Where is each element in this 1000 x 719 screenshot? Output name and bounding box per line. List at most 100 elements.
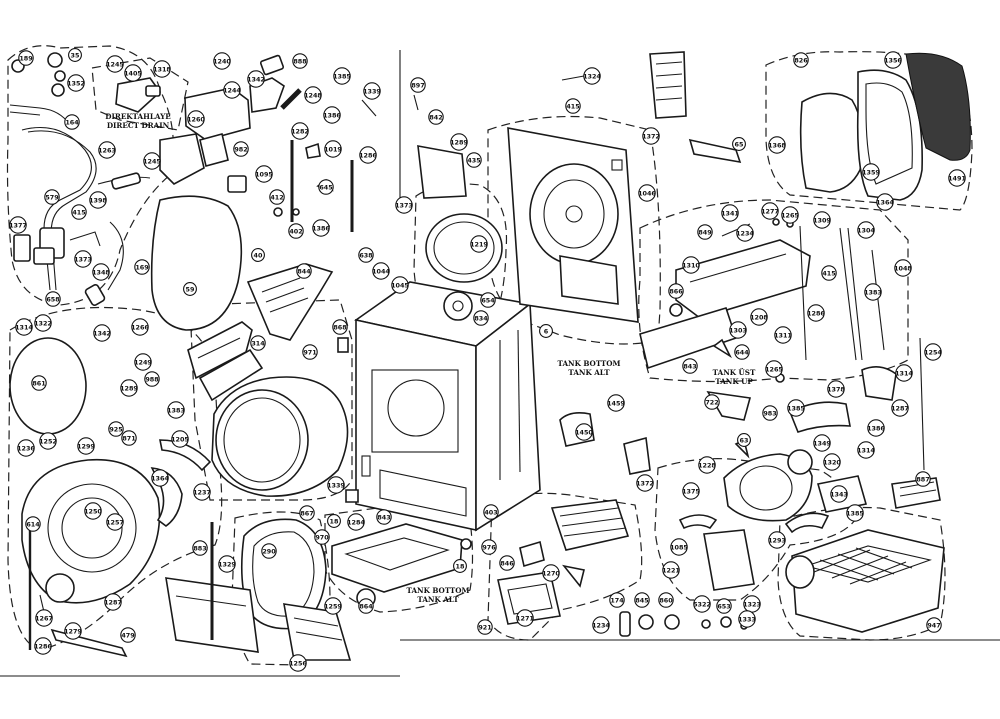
- part-callout-415: 415: [565, 98, 581, 114]
- part-callout-1373: 1373: [395, 196, 413, 214]
- part-callout-1234: 1234: [592, 616, 610, 634]
- part-callout-921: 921: [477, 619, 493, 635]
- part-callout-1250: 1250: [84, 502, 102, 520]
- part-callout-1341: 1341: [721, 204, 739, 222]
- callout-number: 1244: [223, 86, 241, 94]
- callout-number: 1314: [857, 446, 875, 454]
- part-callout-1257: 1257: [106, 513, 124, 531]
- part-callout-1342: 1342: [93, 324, 111, 342]
- callout-circle: [693, 595, 711, 613]
- callout-number: 18: [456, 562, 465, 570]
- callout-circle: [827, 380, 845, 398]
- callout-circle: [269, 189, 285, 205]
- callout-circle: [223, 81, 241, 99]
- part-callout-174: 174: [609, 592, 625, 608]
- callout-circle: [120, 627, 136, 643]
- callout-circle: [765, 360, 783, 378]
- callout-number: 868: [333, 323, 347, 331]
- callout-number: 35: [71, 51, 80, 59]
- callout-circle: [750, 308, 768, 326]
- callout-circle: [327, 514, 341, 528]
- callout-number: 1252: [39, 437, 57, 445]
- callout-circle: [857, 441, 875, 459]
- callout-circle: [583, 67, 601, 85]
- callout-circle: [104, 593, 122, 611]
- callout-number: 579: [45, 193, 59, 201]
- part-callout-1271: 1271: [516, 609, 534, 627]
- callout-number: 1293: [768, 536, 786, 544]
- callout-number: 1271: [516, 614, 534, 622]
- callout-circle: [44, 189, 60, 205]
- callout-number: 1348: [92, 268, 110, 276]
- part-callout-868: 868: [332, 319, 348, 335]
- callout-circle: [289, 654, 307, 672]
- part-callout-1333: 1333: [738, 610, 756, 628]
- callout-circle: [428, 109, 444, 125]
- callout-number: 849: [698, 228, 712, 236]
- callout-number: 1324: [583, 72, 601, 80]
- callout-circle: [17, 439, 35, 457]
- callout-circle: [857, 221, 875, 239]
- callout-number: 1309: [813, 216, 831, 224]
- callout-circle: [846, 504, 864, 522]
- callout-number: 1284: [347, 518, 365, 526]
- callout-number: 1279: [64, 627, 82, 635]
- callout-number: 1303: [729, 326, 747, 334]
- callout-circle: [144, 371, 160, 387]
- part-callout-403: 403: [483, 504, 499, 520]
- callout-number: 1314: [895, 369, 913, 377]
- callout-number: 1352: [67, 79, 85, 87]
- callout-circle: [15, 318, 33, 336]
- callout-number: 1085: [670, 543, 688, 551]
- part-callout-1491: 1491: [948, 169, 966, 187]
- part-callout-1205: 1205: [171, 430, 189, 448]
- callout-number: 970: [315, 533, 329, 541]
- callout-number: 1377: [9, 221, 27, 229]
- callout-circle: [31, 375, 47, 391]
- callout-number: 1046: [638, 189, 656, 197]
- callout-number: 1368: [768, 141, 786, 149]
- part-callout-861: 861: [31, 375, 47, 391]
- callout-number: 1386: [867, 424, 885, 432]
- callout-circle: [609, 592, 625, 608]
- callout-number: 866: [669, 287, 683, 295]
- callout-circle: [682, 256, 700, 274]
- callout-circle: [807, 304, 825, 322]
- callout-circle: [821, 265, 837, 281]
- callout-number: 982: [234, 145, 247, 153]
- callout-circle: [670, 538, 688, 556]
- part-callout-988: 988: [144, 371, 160, 387]
- callout-circle: [453, 559, 467, 573]
- callout-circle: [333, 67, 351, 85]
- callout-number: 1372: [636, 479, 654, 487]
- callout-circle: [251, 248, 265, 262]
- part-callout-843: 843: [376, 509, 392, 525]
- group-outline-pump: [654, 458, 856, 601]
- callout-circle: [134, 259, 150, 275]
- part-callout-1304: 1304: [857, 221, 875, 239]
- part-callout-5322: 5322: [693, 595, 711, 613]
- callout-circle: [171, 430, 189, 448]
- callout-circle: [363, 82, 381, 100]
- callout-number: 1265: [781, 211, 799, 219]
- callout-number: 844: [297, 267, 311, 275]
- part-callout-1324: 1324: [583, 67, 601, 85]
- callout-number: 1341: [721, 209, 739, 217]
- part-callout-1372: 1372: [636, 474, 654, 492]
- group-outline-direct-drain: [91, 57, 189, 131]
- callout-number: 1373: [74, 255, 92, 263]
- callout-circle: [347, 513, 365, 531]
- callout-number: 1234: [592, 621, 610, 629]
- part-callout-1289: 1289: [120, 379, 138, 397]
- callout-circle: [915, 471, 931, 487]
- callout-circle: [74, 250, 92, 268]
- callout-number: 1287: [104, 598, 122, 606]
- group-outline-filter: [487, 492, 643, 641]
- part-callout-1320: 1320: [823, 453, 841, 471]
- callout-number: 864: [359, 602, 373, 610]
- callout-circle: [323, 106, 341, 124]
- callout-number: 5322: [693, 600, 711, 608]
- part-callout-1383: 1383: [864, 283, 882, 301]
- part-callout-1378: 1378: [827, 380, 845, 398]
